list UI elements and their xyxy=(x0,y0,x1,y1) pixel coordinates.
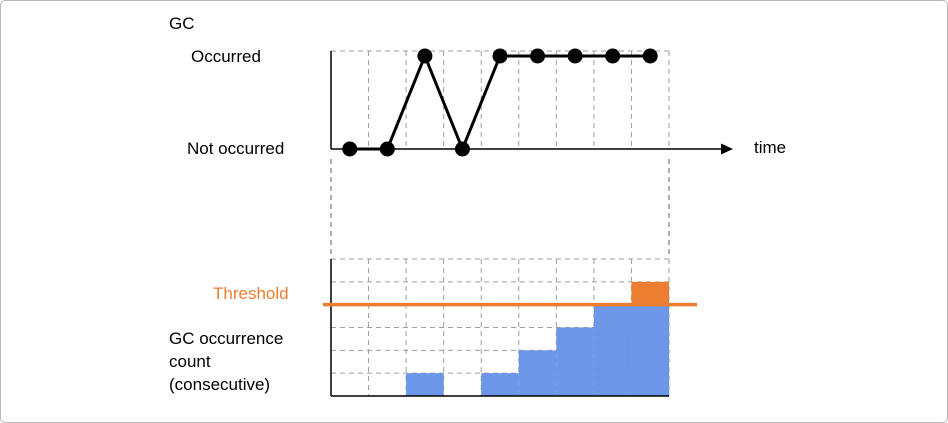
bottom-chart-y-label: GC occurrence count (consecutive) xyxy=(169,327,283,396)
y-axis-label-occurred: Occurred xyxy=(191,47,261,66)
top-chart-title: GC xyxy=(169,14,195,33)
threshold-label: Threshold xyxy=(213,284,289,303)
y-axis-label-not-occurred: Not occurred xyxy=(187,139,285,158)
bottom-chart-y-label-line-2: count xyxy=(169,352,211,371)
bottom-chart-y-label-line-1: GC occurrence xyxy=(169,329,284,348)
x-axis-label-time: time xyxy=(754,138,787,157)
bottom-chart-y-label-line-3: (consecutive) xyxy=(169,375,271,394)
